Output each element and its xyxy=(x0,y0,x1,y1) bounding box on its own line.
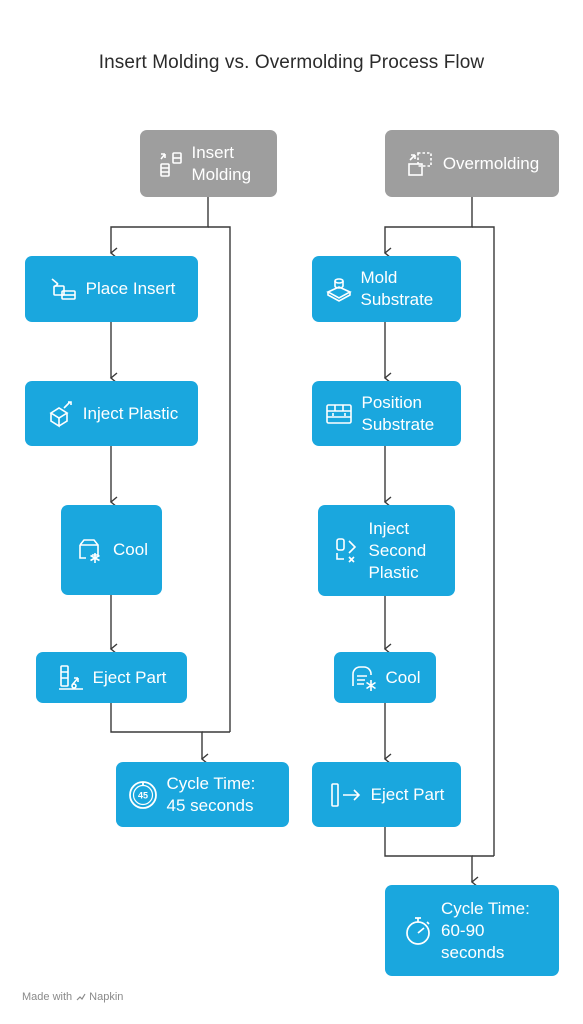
timer-45-icon: 45 xyxy=(128,780,157,809)
result-cycle-time-60-90-label: Cycle Time: 60-90 seconds xyxy=(441,898,530,962)
place-insert-icon xyxy=(51,278,76,300)
footer-brand: Napkin xyxy=(89,991,124,1003)
timer-45-icon-text: 45 xyxy=(137,790,147,800)
overmolding-start-label: Overmolding xyxy=(442,153,540,173)
step-eject-part-label: Eject Part xyxy=(92,667,167,687)
inject-plastic-icon xyxy=(49,400,72,427)
cool-snowflake-icon xyxy=(351,665,376,691)
insert-molding-start-node: Insert Molding xyxy=(140,130,277,197)
step-inject-plastic-label: Inject Plastic xyxy=(82,403,179,423)
connector-over-start-to-mold xyxy=(383,197,473,259)
eject-arrow-icon xyxy=(330,782,360,807)
step-over-eject-part: Eject Part xyxy=(312,762,461,827)
connector-eject-to-cycle xyxy=(384,827,479,888)
step-place-insert: Place Insert xyxy=(25,256,198,322)
step-mold-substrate-label: Mold Substrate xyxy=(360,268,434,309)
connector-over-bypass xyxy=(472,226,495,856)
step-cool: Cool xyxy=(61,505,162,595)
position-substrate-icon xyxy=(325,403,352,424)
result-cycle-time-45: 45 Cycle Time: 45 seconds xyxy=(116,762,289,827)
step-inject-second-plastic-label: Inject Second Plastic xyxy=(368,518,427,582)
eject-part-icon xyxy=(58,664,83,690)
diagram-title: Insert Molding vs. Overmolding Process F… xyxy=(98,52,485,73)
step-cool-label: Cool xyxy=(113,540,148,559)
step-eject-part: Eject Part xyxy=(36,652,187,703)
overmolding-icon xyxy=(408,151,432,176)
connector-start-to-place-insert xyxy=(109,197,209,259)
step-mold-substrate: Mold Substrate xyxy=(312,256,461,322)
mold-substrate-icon xyxy=(325,278,352,302)
footer-prefix: Made with xyxy=(22,991,73,1003)
step-over-cool-label: Cool xyxy=(385,667,421,687)
footer-credit: Made with Napkin xyxy=(22,991,123,1003)
step-inject-second-plastic: Inject Second Plastic xyxy=(318,505,455,596)
stopwatch-icon xyxy=(406,916,430,945)
connector-eject-to-cycle xyxy=(110,703,209,765)
napkin-logo-icon xyxy=(76,993,86,1001)
result-cycle-time-45-label: Cycle Time: 45 seconds xyxy=(166,773,256,815)
step-position-substrate-label: Position Substrate xyxy=(361,392,435,434)
insert-molding-icon xyxy=(159,151,182,177)
inject-second-plastic-icon xyxy=(335,537,356,563)
step-over-cool: Cool xyxy=(334,652,436,703)
step-position-substrate: Position Substrate xyxy=(312,381,461,446)
result-cycle-time-60-90: Cycle Time: 60-90 seconds xyxy=(385,885,559,976)
insert-molding-start-label: Insert Molding xyxy=(191,142,252,184)
step-inject-plastic: Inject Plastic xyxy=(25,381,198,446)
step-place-insert-label: Place Insert xyxy=(85,279,176,298)
cool-snowflake-icon xyxy=(79,539,100,563)
connector-start-bypass xyxy=(208,226,231,732)
step-over-eject-part-label: Eject Part xyxy=(370,784,445,804)
overmolding-start-node: Overmolding xyxy=(385,130,559,197)
